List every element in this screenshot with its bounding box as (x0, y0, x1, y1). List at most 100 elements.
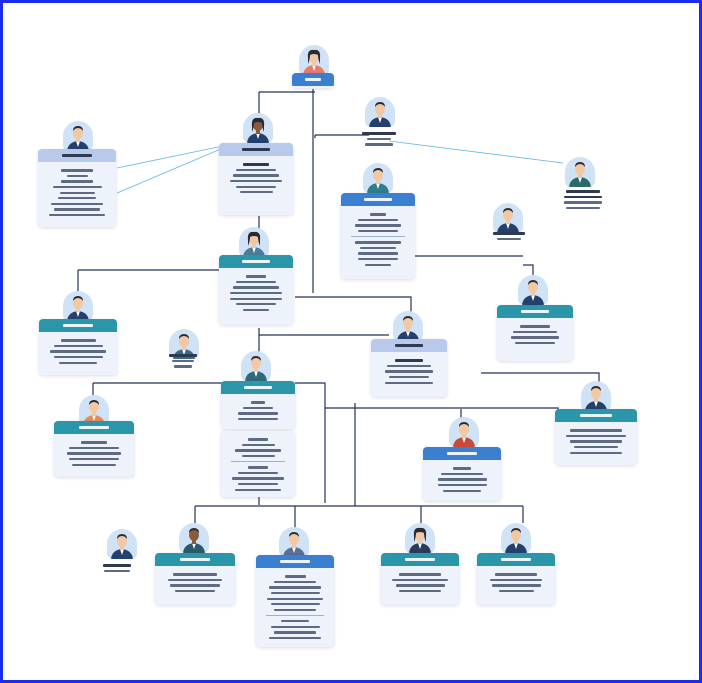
card-text-line (230, 179, 282, 183)
card-header-text (580, 414, 612, 417)
card-header (555, 409, 637, 422)
card-header-text (280, 560, 310, 563)
card-body (497, 318, 573, 352)
card-text-line (248, 438, 268, 441)
card-text-line (67, 452, 121, 455)
bottom-team-card-1[interactable] (155, 553, 235, 605)
card-text-line (236, 280, 276, 284)
card-text-line (236, 303, 276, 306)
person-avatar-icon (405, 523, 435, 553)
card-text-line (566, 206, 600, 210)
coordinator-card[interactable] (423, 447, 501, 501)
card-text-line (274, 631, 316, 634)
card-text-line (57, 197, 97, 200)
card-divider (351, 236, 405, 238)
card-text-line (270, 625, 320, 629)
card-header-text (405, 558, 435, 561)
card-header (54, 421, 134, 434)
card-text-line (519, 325, 551, 328)
card-text-line (232, 286, 280, 289)
bottom-team-card-4[interactable] (477, 553, 555, 605)
manager-center-card[interactable] (371, 339, 447, 397)
small-right-label-node[interactable] (485, 225, 533, 247)
card-text-line (60, 339, 96, 342)
bottom-team-card-3[interactable] (381, 553, 459, 605)
card-text-line (511, 336, 559, 339)
card-text-line (68, 446, 120, 450)
person-avatar-icon (501, 523, 531, 553)
card-header-text (63, 324, 93, 327)
right-label-node[interactable] (355, 125, 403, 151)
card-text-line (365, 143, 393, 146)
card-text-line (385, 370, 433, 373)
card-text-line (284, 575, 306, 578)
card-header-text (241, 260, 271, 263)
card-text-line (172, 359, 194, 363)
operations-card[interactable] (219, 255, 293, 325)
card-text-line (369, 213, 387, 216)
card-text-line (241, 454, 275, 458)
card-header (221, 381, 295, 394)
far-right-label-node[interactable] (555, 183, 611, 217)
card-text-line (570, 429, 622, 432)
card-text-line (512, 330, 558, 334)
card-body (477, 566, 555, 600)
card-header (341, 193, 415, 206)
card-text-line (268, 636, 322, 640)
card-divider (231, 461, 285, 463)
card-text-line (246, 275, 266, 278)
card-header (219, 143, 293, 156)
card-header-text (241, 148, 271, 151)
person-avatar-icon (239, 227, 269, 257)
card-body (341, 206, 415, 273)
card-body (54, 434, 134, 473)
person-avatar-icon (63, 291, 93, 321)
card-text-line (61, 180, 93, 183)
card-body (219, 268, 293, 318)
card-text-line (243, 406, 273, 410)
analyst-details-card[interactable] (221, 431, 295, 497)
right-team-card[interactable] (497, 305, 573, 361)
left-team-card[interactable] (39, 319, 117, 375)
card-header-text (179, 558, 211, 561)
card-body (219, 156, 293, 201)
card-text-line (234, 488, 282, 492)
card-text-line (498, 589, 534, 593)
left-specialist-card[interactable] (54, 421, 134, 477)
card-text-line (358, 229, 398, 233)
top-node-card[interactable] (292, 73, 334, 88)
person-avatar-icon (107, 529, 137, 559)
small-left-label-node[interactable] (161, 347, 205, 373)
analyst-card[interactable] (221, 381, 295, 429)
card-text-line (50, 202, 104, 206)
card-body (371, 352, 447, 391)
card-body (221, 394, 295, 428)
person-avatar-icon (279, 527, 309, 557)
card-text-line (238, 417, 278, 421)
card-header-text (363, 198, 393, 201)
far-right-specialist-card[interactable] (555, 409, 637, 465)
card-text-line (395, 584, 445, 587)
card-text-line (58, 361, 98, 364)
card-text-line (238, 412, 278, 415)
card-text-line (354, 241, 402, 244)
card-text-line (229, 297, 283, 300)
person-avatar-icon (393, 311, 423, 341)
team-lead-card[interactable] (341, 193, 415, 279)
bottom-left-label-node[interactable] (95, 557, 139, 579)
bottom-team-card-2[interactable] (256, 555, 334, 647)
card-body (155, 566, 235, 600)
left-manager-card[interactable] (38, 149, 116, 227)
person-avatar-icon (63, 121, 93, 151)
card-text-line (248, 466, 268, 469)
connector-line (481, 372, 600, 383)
card-text-line (173, 573, 217, 576)
card-header-text (394, 344, 424, 347)
card-text-line (175, 589, 215, 593)
card-text-line (281, 620, 309, 623)
director-node-card[interactable] (219, 143, 293, 215)
card-text-line (81, 441, 107, 444)
card-text-line (399, 573, 441, 576)
card-text-line (563, 195, 603, 199)
accent-connector-line (388, 140, 564, 164)
